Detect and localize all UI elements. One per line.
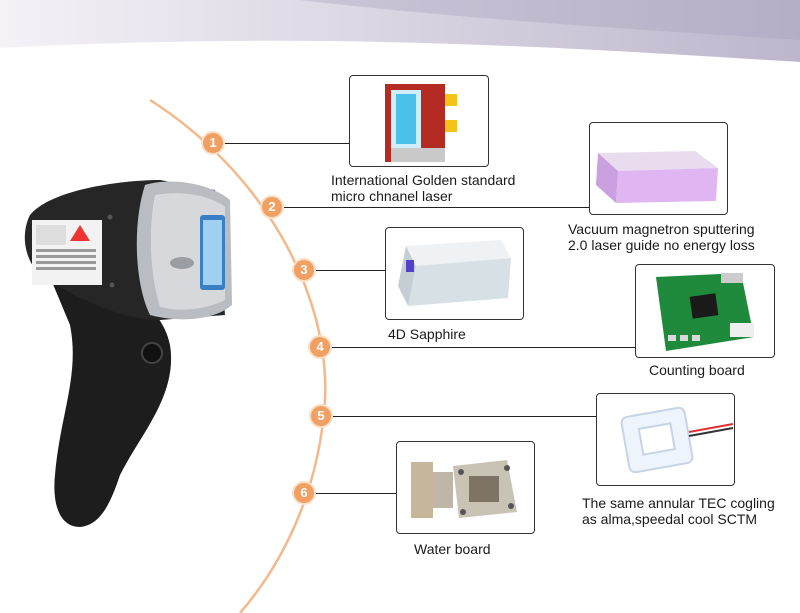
photo-light-guide [589,122,728,215]
badge-5: 5 [311,406,331,426]
caption-3: 4D Sapphire [388,326,466,342]
photo-counting-board [635,264,775,358]
badge-4: 4 [310,337,330,357]
photo-sapphire [385,227,524,320]
badge-3: 3 [294,260,314,280]
header-band [0,0,800,62]
caption-1-line-1: International Golden standard [331,172,516,188]
badge-1: 1 [203,133,223,153]
badge-6: 6 [294,483,314,503]
caption-6: Water board [414,541,491,557]
photo-water-board [396,441,535,534]
badge-2: 2 [262,197,282,217]
photo-laser-module [349,75,489,167]
photo-tec-cooler [596,393,735,486]
leader-line-2 [284,207,590,208]
water-board-image [411,460,517,518]
tec-cooler-image [620,406,734,474]
caption-5-line-2: as alma,speedal cool SCTM [582,511,758,527]
leader-line-5 [333,416,596,417]
leader-line-6 [316,493,396,494]
caption-2-line-2: 2.0 laser guide no energy loss [568,237,755,253]
leader-line-4 [332,347,636,348]
counting-board-image [656,273,754,351]
light-guide-image [596,151,718,203]
caption-1-line-2: micro chnanel laser [331,188,453,204]
laser-module-image [385,84,457,162]
leader-line-1 [225,143,349,144]
laser-handpiece-image [24,180,232,527]
caption-4: Counting board [649,362,745,378]
leader-line-3 [316,270,386,271]
caption-5-line-1: The same annular TEC cogling [582,495,775,511]
caption-2-line-1: Vacuum magnetron sputtering [568,221,755,237]
sapphire-image [398,240,511,306]
